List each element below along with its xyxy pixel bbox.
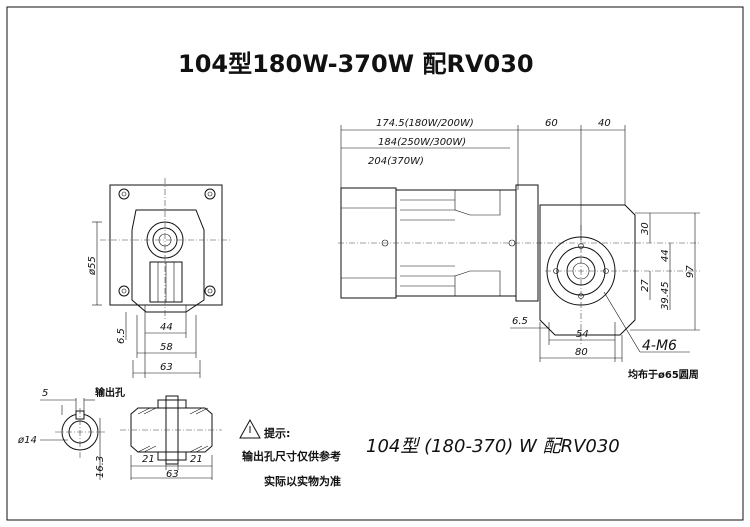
dim-39-45: 39.45 [660,281,671,310]
dim-27: 27 [640,279,651,292]
drawing-title: 104型180W-370W 配RV030 [178,50,534,78]
note-line-2: 实际以实物为准 [264,474,341,488]
dim-key-5: 5 [42,388,48,399]
dim-output-63: 63 [166,469,179,480]
dim-d14: ø14 [17,435,37,446]
dim-main-6-5: 6.5 [512,316,528,327]
dim-97: 97 [685,265,696,278]
gearbox-body [539,204,636,336]
dim-54: 54 [576,329,589,340]
gearbox-side-body [131,209,205,313]
dim-21-right: 21 [190,454,203,465]
dim-30: 30 [640,222,651,235]
dim-44: 44 [660,249,671,262]
side-flange [109,184,223,306]
dim-60: 60 [545,118,558,129]
dim-length-180-200w: 174.5(180W/200W) [376,118,474,129]
dim-length-250-300w: 184(250W/300W) [378,137,466,148]
drawing-border [6,6,744,521]
note-line-1: 输出孔尺寸仅供参考 [242,449,341,463]
dim-side-6-5: 6.5 [116,328,127,344]
dim-side-63: 63 [160,362,173,373]
dim-21-left: 21 [142,454,155,465]
thread-label: 4-M6 [642,338,677,354]
dim-length-370w: 204(370W) [368,156,424,167]
thread-note: 均布于ø65圆周 [628,368,699,381]
dim-side-d55: ø55 [87,256,98,276]
dim-80: 80 [575,347,588,358]
note-heading: 提示: [264,426,290,440]
output-hole-label: 输出孔 [95,386,125,399]
output-shaft-section [130,407,213,453]
dim-40: 40 [598,118,611,129]
output-shaft-detail: 5 输出孔 ø14 16.3 21 21 [17,386,222,480]
notes-block: 提示: 输出孔尺寸仅供参考 实际以实物为准 [239,418,341,488]
dim-side-58: 58 [160,342,173,353]
drawing-caption: 104型 (180-370) W 配RV030 [366,436,620,457]
side-view: ø55 6.5 44 58 63 [87,178,230,378]
main-view: 174.5(180W/200W) 60 40 184(250W/300W) 20… [338,118,700,381]
dim-side-44: 44 [160,322,173,333]
warning-icon [239,418,261,439]
dim-16-3: 16.3 [95,456,106,478]
